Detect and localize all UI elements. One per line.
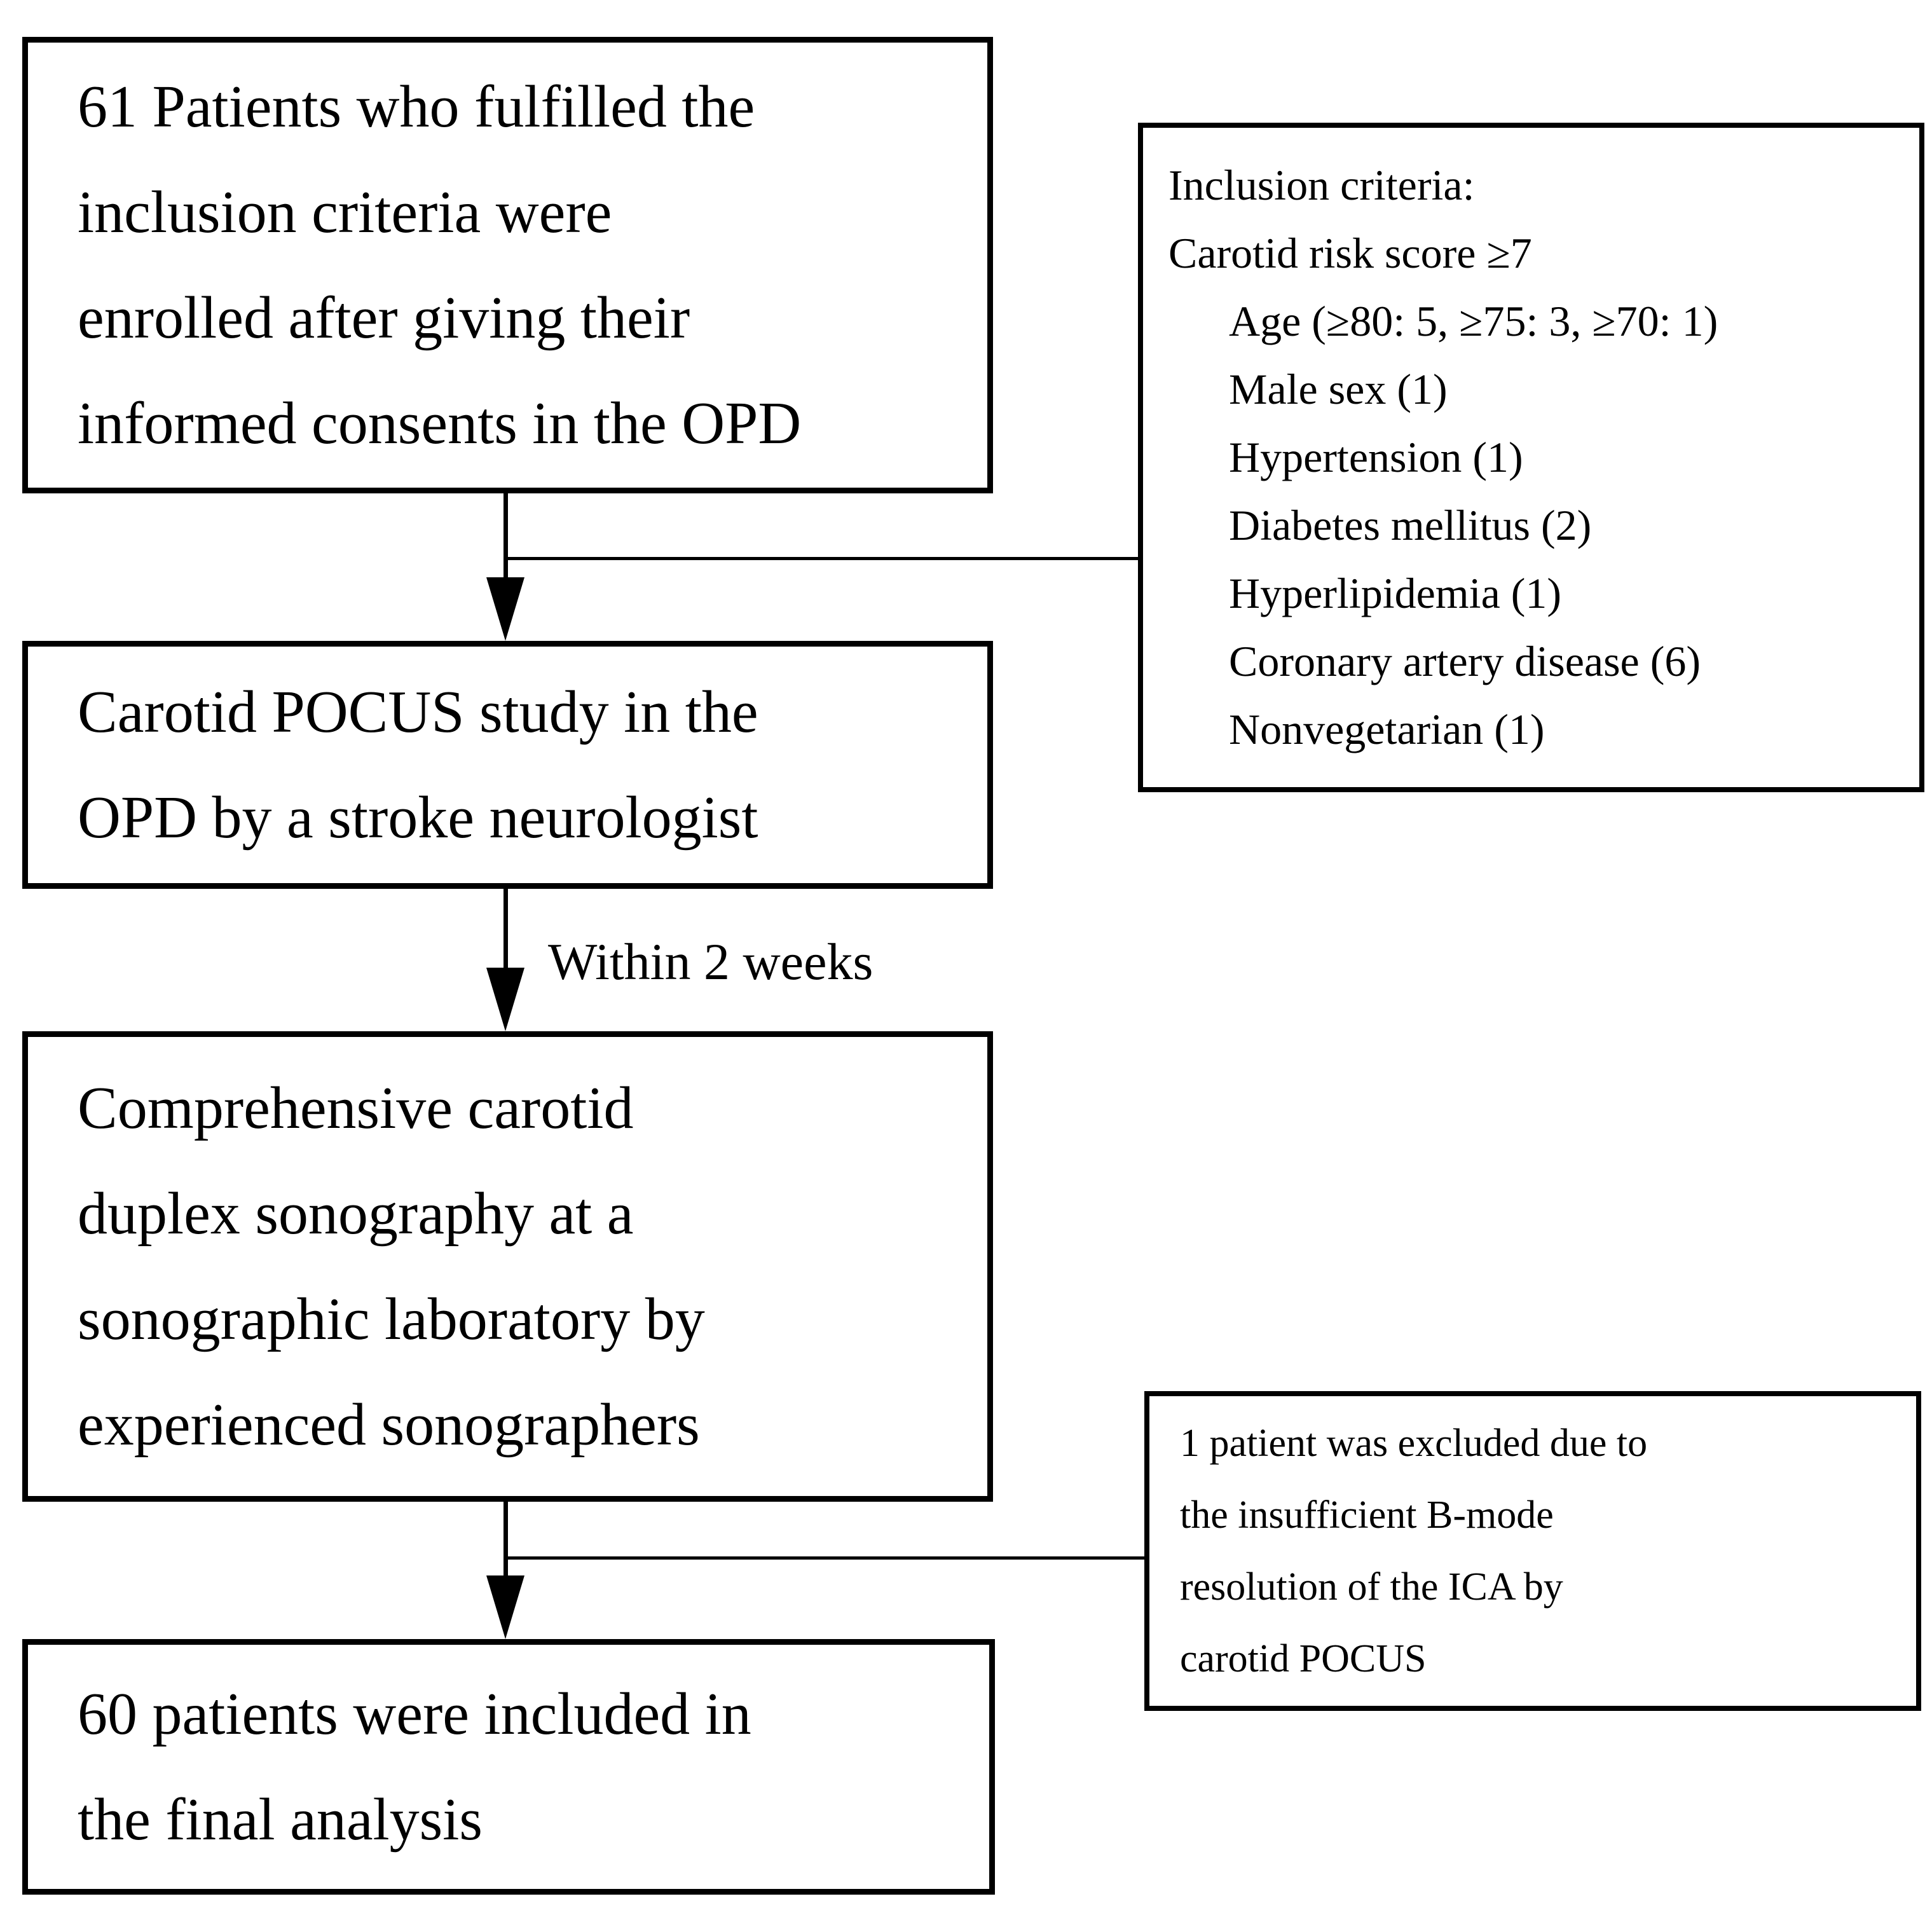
inclusion-criteria-line: Hypertension (1) <box>1229 433 1523 481</box>
connector-duplex-to-final-line <box>504 1502 508 1584</box>
enrollment-line: informed consents in the OPD <box>78 390 802 456</box>
arrowhead-to-duplex-icon <box>486 968 524 1031</box>
pocus-box: Carotid POCUS study in the OPD by a stro… <box>22 641 993 889</box>
enrollment-line: enrolled after giving their <box>78 285 690 351</box>
exclusion-line: carotid POCUS <box>1180 1637 1427 1680</box>
final-analysis-line: 60 patients were included in <box>78 1681 751 1747</box>
final-analysis-line: the final analysis <box>78 1787 483 1853</box>
inclusion-criteria-line: Diabetes mellitus (2) <box>1229 501 1592 549</box>
connector-to-exclusion-line <box>505 1556 1144 1560</box>
exclusion-line: 1 patient was excluded due to <box>1180 1421 1648 1465</box>
pocus-line: Carotid POCUS study in the <box>78 679 758 745</box>
inclusion-criteria-line: Age (≥80: 5, ≥75: 3, ≥70: 1) <box>1229 297 1718 345</box>
inclusion-criteria-line: Carotid risk score ≥7 <box>1168 229 1532 277</box>
within-2-weeks-label: Within 2 weeks <box>548 933 874 991</box>
duplex-line: sonographic laboratory by <box>78 1286 705 1352</box>
inclusion-criteria-line: Male sex (1) <box>1229 365 1448 413</box>
inclusion-criteria-line: Coronary artery disease (6) <box>1229 637 1701 685</box>
connector-enrollment-to-pocus-line <box>504 493 508 585</box>
enrollment-line: inclusion criteria were <box>78 179 612 245</box>
connector-to-inclusion-criteria-line <box>505 557 1138 560</box>
duplex-line: Comprehensive carotid <box>78 1075 634 1141</box>
duplex-line: experienced sonographers <box>78 1392 700 1458</box>
inclusion-criteria-line: Inclusion criteria: <box>1168 161 1475 209</box>
duplex-box: Comprehensive carotid duplex sonography … <box>22 1031 993 1502</box>
enrollment-box: 61 Patients who fulfilled the inclusion … <box>22 37 993 493</box>
exclusion-line: the insufficient B-mode <box>1180 1493 1554 1537</box>
inclusion-criteria-box: Inclusion criteria: Carotid risk score ≥… <box>1138 123 1924 792</box>
duplex-line: duplex sonography at a <box>78 1181 634 1247</box>
arrowhead-to-final-icon <box>486 1575 524 1639</box>
exclusion-box: 1 patient was excluded due to the insuff… <box>1144 1391 1921 1711</box>
inclusion-criteria-line: Nonvegetarian (1) <box>1229 705 1545 753</box>
exclusion-line: resolution of the ICA by <box>1180 1565 1563 1609</box>
connector-pocus-to-duplex-line <box>504 889 508 978</box>
inclusion-criteria-line: Hyperlipidemia (1) <box>1229 569 1562 617</box>
pocus-line: OPD by a stroke neurologist <box>78 785 758 851</box>
arrowhead-to-pocus-icon <box>486 577 524 641</box>
enrollment-line: 61 Patients who fulfilled the <box>78 74 755 140</box>
final-analysis-box: 60 patients were included in the final a… <box>22 1639 995 1895</box>
